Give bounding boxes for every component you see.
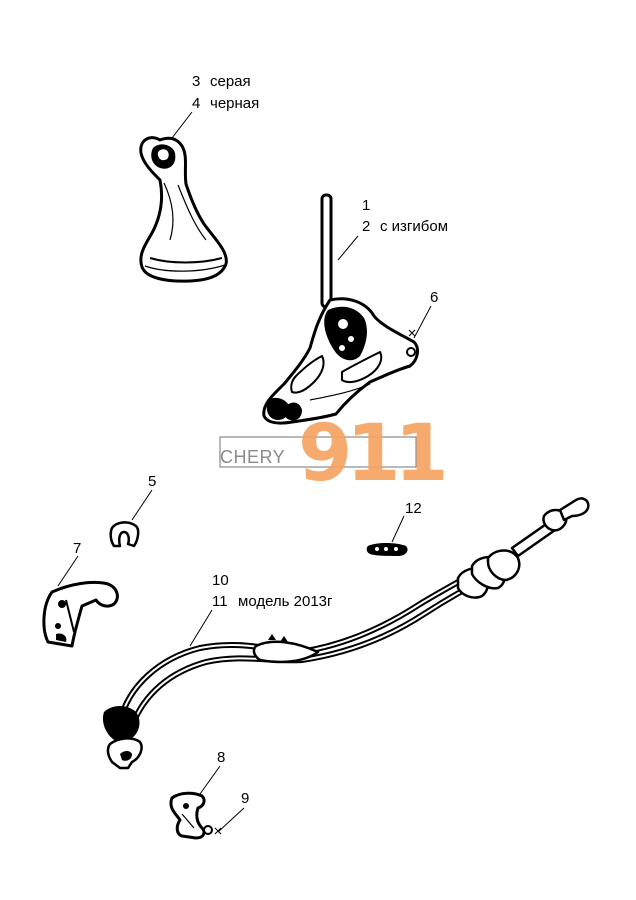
callout-6-number: 6 [430, 289, 438, 306]
shift-lever [320, 193, 333, 309]
callout-5-number: 5 [148, 473, 156, 490]
watermark-number: 911 [298, 409, 444, 499]
clip-part-5 [109, 521, 140, 548]
callout-3-number: 3 [192, 73, 200, 90]
bracket-part-8 [169, 791, 213, 840]
watermark-brand: CHERY [220, 447, 285, 467]
callout-12-number: 12 [405, 500, 422, 517]
callout-1-number: 1 [362, 197, 370, 214]
callout-2-number: 2 [362, 218, 370, 235]
watermark: CHERY 911 [219, 409, 450, 499]
callout-10-number: 10 [212, 572, 229, 589]
callout-7-number: 7 [73, 540, 81, 557]
callout-9-number: 9 [241, 790, 249, 807]
shift-cable-assembly [102, 497, 590, 770]
bracket-part-12 [366, 543, 408, 556]
callout-4-number: 4 [192, 95, 200, 112]
callout-11-text: модель 2013г [238, 593, 333, 610]
callout-11-number: 11 [212, 593, 228, 610]
callout-8-number: 8 [217, 749, 225, 766]
callout-3-text: серая [210, 73, 251, 90]
bracket-part-7 [42, 580, 119, 648]
shifter-base-assembly [262, 297, 419, 425]
callout-4-text: черная [210, 95, 259, 112]
callout-2-text: с изгибом [380, 218, 448, 235]
shift-knob-boot [139, 136, 228, 283]
leader-lines [57, 111, 432, 835]
callout-labels: 3 серая 4 черная 1 2 с изгибом 6 5 12 7 … [73, 73, 448, 807]
